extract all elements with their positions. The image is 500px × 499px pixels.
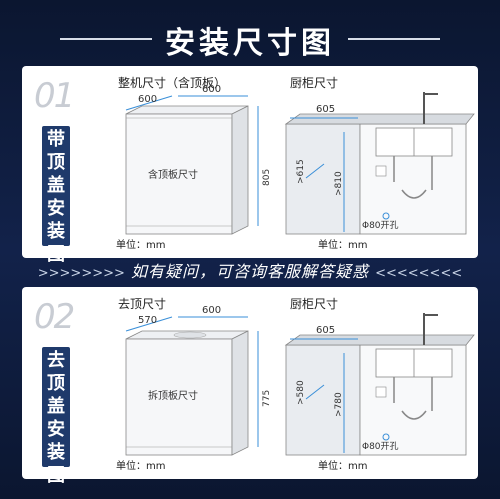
section-tag: 带顶盖安装图 [42, 126, 70, 265]
section-number: 01 [34, 76, 75, 116]
cabinet-title: 厨柜尺寸 [290, 76, 339, 90]
machine-unit: 单位：mm [116, 461, 166, 472]
cabinet-unit: 单位：mm [318, 461, 368, 472]
machine-width-left: 570 [138, 315, 158, 326]
machine-title: 去顶尺寸 [118, 297, 167, 311]
section-number: 02 [34, 297, 75, 337]
cabinet-unit: 单位：mm [318, 240, 368, 251]
machine-height: 775 [262, 389, 272, 407]
machine-height: 805 [262, 168, 272, 186]
machine-title: 整机尺寸（含顶板） [118, 76, 227, 90]
machine-unit: 单位：mm [116, 240, 166, 251]
section-tag-text: 去顶盖安装图 [47, 350, 65, 486]
machine-width-right: 600 [202, 84, 222, 95]
section-tag-text: 带顶盖安装图 [47, 129, 65, 265]
banner-arrows-left: >>>>>>>> [37, 266, 125, 281]
machine-width-right: 600 [202, 305, 222, 316]
machine-width-left: 600 [138, 94, 158, 105]
install-panel-2: 02 去顶盖安装图 去顶尺寸 厨柜尺寸 [22, 287, 478, 486]
cabinet-hole: Φ80开孔 [362, 221, 399, 231]
machine-inner-label: 拆顶板尺寸 [148, 391, 198, 402]
page-title: 安装尺寸图 [165, 26, 335, 61]
machine-drawing [125, 313, 475, 456]
cabinet-depth: >615 [296, 159, 306, 184]
cabinet-height: >810 [334, 171, 344, 196]
section-tag: 去顶盖安装图 [42, 347, 70, 486]
cabinet-hole: Φ80开孔 [362, 442, 399, 452]
machine-inner-label: 含顶板尺寸 [148, 170, 198, 181]
banner-text: 如有疑问，可咨询客服解答疑惑 [130, 262, 369, 281]
install-panel-1: 01 带顶盖安装图 整机尺寸（含顶板） 厨柜尺寸 [22, 66, 478, 265]
cabinet-width: 605 [316, 325, 336, 336]
machine-drawing [125, 92, 475, 235]
cabinet-title: 厨柜尺寸 [290, 297, 339, 311]
help-banner: >>>>>>>> 如有疑问，可咨询客服解答疑惑 <<<<<<<< [0, 259, 500, 285]
cabinet-width: 605 [316, 104, 336, 115]
title-divider-left [60, 38, 152, 40]
cabinet-depth: >580 [296, 380, 306, 405]
banner-arrows-right: <<<<<<<< [375, 266, 463, 281]
title-divider-right [348, 38, 440, 40]
cabinet-height: >780 [334, 392, 344, 417]
